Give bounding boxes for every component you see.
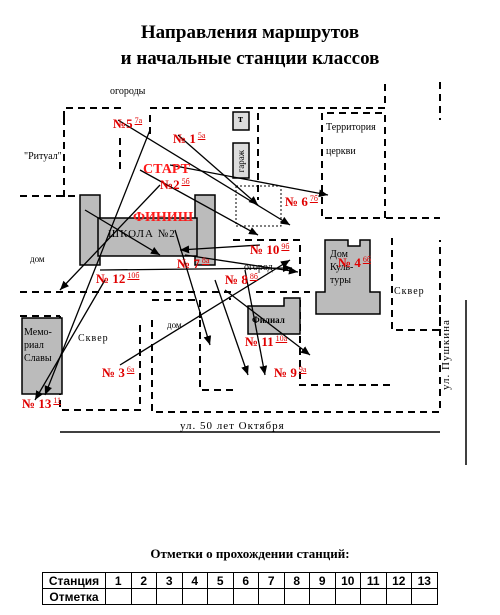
- fence-top: [63, 82, 386, 118]
- table-title: Отметки о прохождении станций:: [150, 546, 350, 561]
- label-street-pushkin: ул. Пушкина: [440, 319, 452, 390]
- fence-middle: [20, 291, 310, 300]
- label-ogorod: огород: [244, 262, 273, 273]
- filial-building: [247, 297, 301, 335]
- title-line-2: и начальные станции классов: [120, 48, 380, 69]
- table-row-mark: Отметка: [42, 588, 438, 605]
- mark-cell-13[interactable]: [411, 588, 438, 605]
- mark-cell-3[interactable]: [156, 588, 183, 605]
- col-13: 13: [411, 572, 438, 589]
- table-row-station: Станция 1 2 3 4 5 6 7 8 9 10 11 12 13: [42, 572, 438, 589]
- mark-cell-12[interactable]: [385, 588, 412, 605]
- mark-cell-7[interactable]: [258, 588, 285, 605]
- label-skver-right: Сквер: [394, 286, 425, 297]
- col-6: 6: [232, 572, 259, 589]
- stations-table: Станция 1 2 3 4 5 6 7 8 9 10 11 12 13 От…: [42, 572, 438, 605]
- label-territory: Территория: [326, 122, 376, 133]
- school-wing-left: [79, 194, 101, 266]
- mark-cell-11[interactable]: [360, 588, 387, 605]
- label-ogorody: огороды: [110, 86, 146, 97]
- label-memorial: Мемо-риал Славы: [24, 327, 52, 364]
- label-dom-2: дом: [167, 320, 182, 330]
- title-line-1: Направления маршрутов: [140, 22, 360, 43]
- label-skver-left: Сквер: [78, 333, 109, 344]
- mark-cell-9[interactable]: [309, 588, 336, 605]
- mark-cell-1[interactable]: [105, 588, 132, 605]
- label-ritual: "Ритуал": [24, 151, 62, 162]
- col-11: 11: [360, 572, 387, 589]
- col-9: 9: [309, 572, 336, 589]
- house-of-culture: [315, 239, 381, 315]
- label-house-culture: Дом Куль-туры: [330, 249, 354, 286]
- mark-cell-4[interactable]: [181, 588, 208, 605]
- label-street-october: ул. 50 лет Октября: [180, 420, 285, 432]
- col-3: 3: [156, 572, 183, 589]
- mark-cell-8[interactable]: [283, 588, 310, 605]
- label-school: ШКОЛА №2: [108, 228, 176, 240]
- col-7: 7: [258, 572, 285, 589]
- label-garage: гараж: [236, 150, 246, 173]
- col-10: 10: [334, 572, 361, 589]
- label-filial: Филиал: [252, 315, 285, 325]
- label-t1: т: [238, 114, 243, 125]
- label-dom-1: дом: [30, 254, 45, 264]
- mark-cell-5[interactable]: [207, 588, 234, 605]
- church-territory: [321, 112, 386, 219]
- route-arrows: [34, 119, 329, 401]
- row-label-mark: Отметка: [42, 588, 106, 605]
- skver-left: [59, 316, 141, 411]
- memorial-building: [21, 317, 63, 395]
- label-church: церкви: [326, 146, 356, 157]
- label-start: СТАРТ: [143, 162, 190, 177]
- mark-cell-6[interactable]: [232, 588, 259, 605]
- mark-cell-2[interactable]: [130, 588, 157, 605]
- ogorod-box: [233, 239, 301, 280]
- col-1: 1: [105, 572, 132, 589]
- mark-cell-10[interactable]: [334, 588, 361, 605]
- row-label-station: Станция: [42, 572, 106, 589]
- col-8: 8: [283, 572, 310, 589]
- col-2: 2: [130, 572, 157, 589]
- col-12: 12: [385, 572, 412, 589]
- skver-right: [391, 238, 441, 331]
- label-finish: ФИНИШ: [133, 210, 194, 225]
- col-4: 4: [181, 572, 208, 589]
- col-5: 5: [207, 572, 234, 589]
- fence-bottom: [151, 300, 441, 413]
